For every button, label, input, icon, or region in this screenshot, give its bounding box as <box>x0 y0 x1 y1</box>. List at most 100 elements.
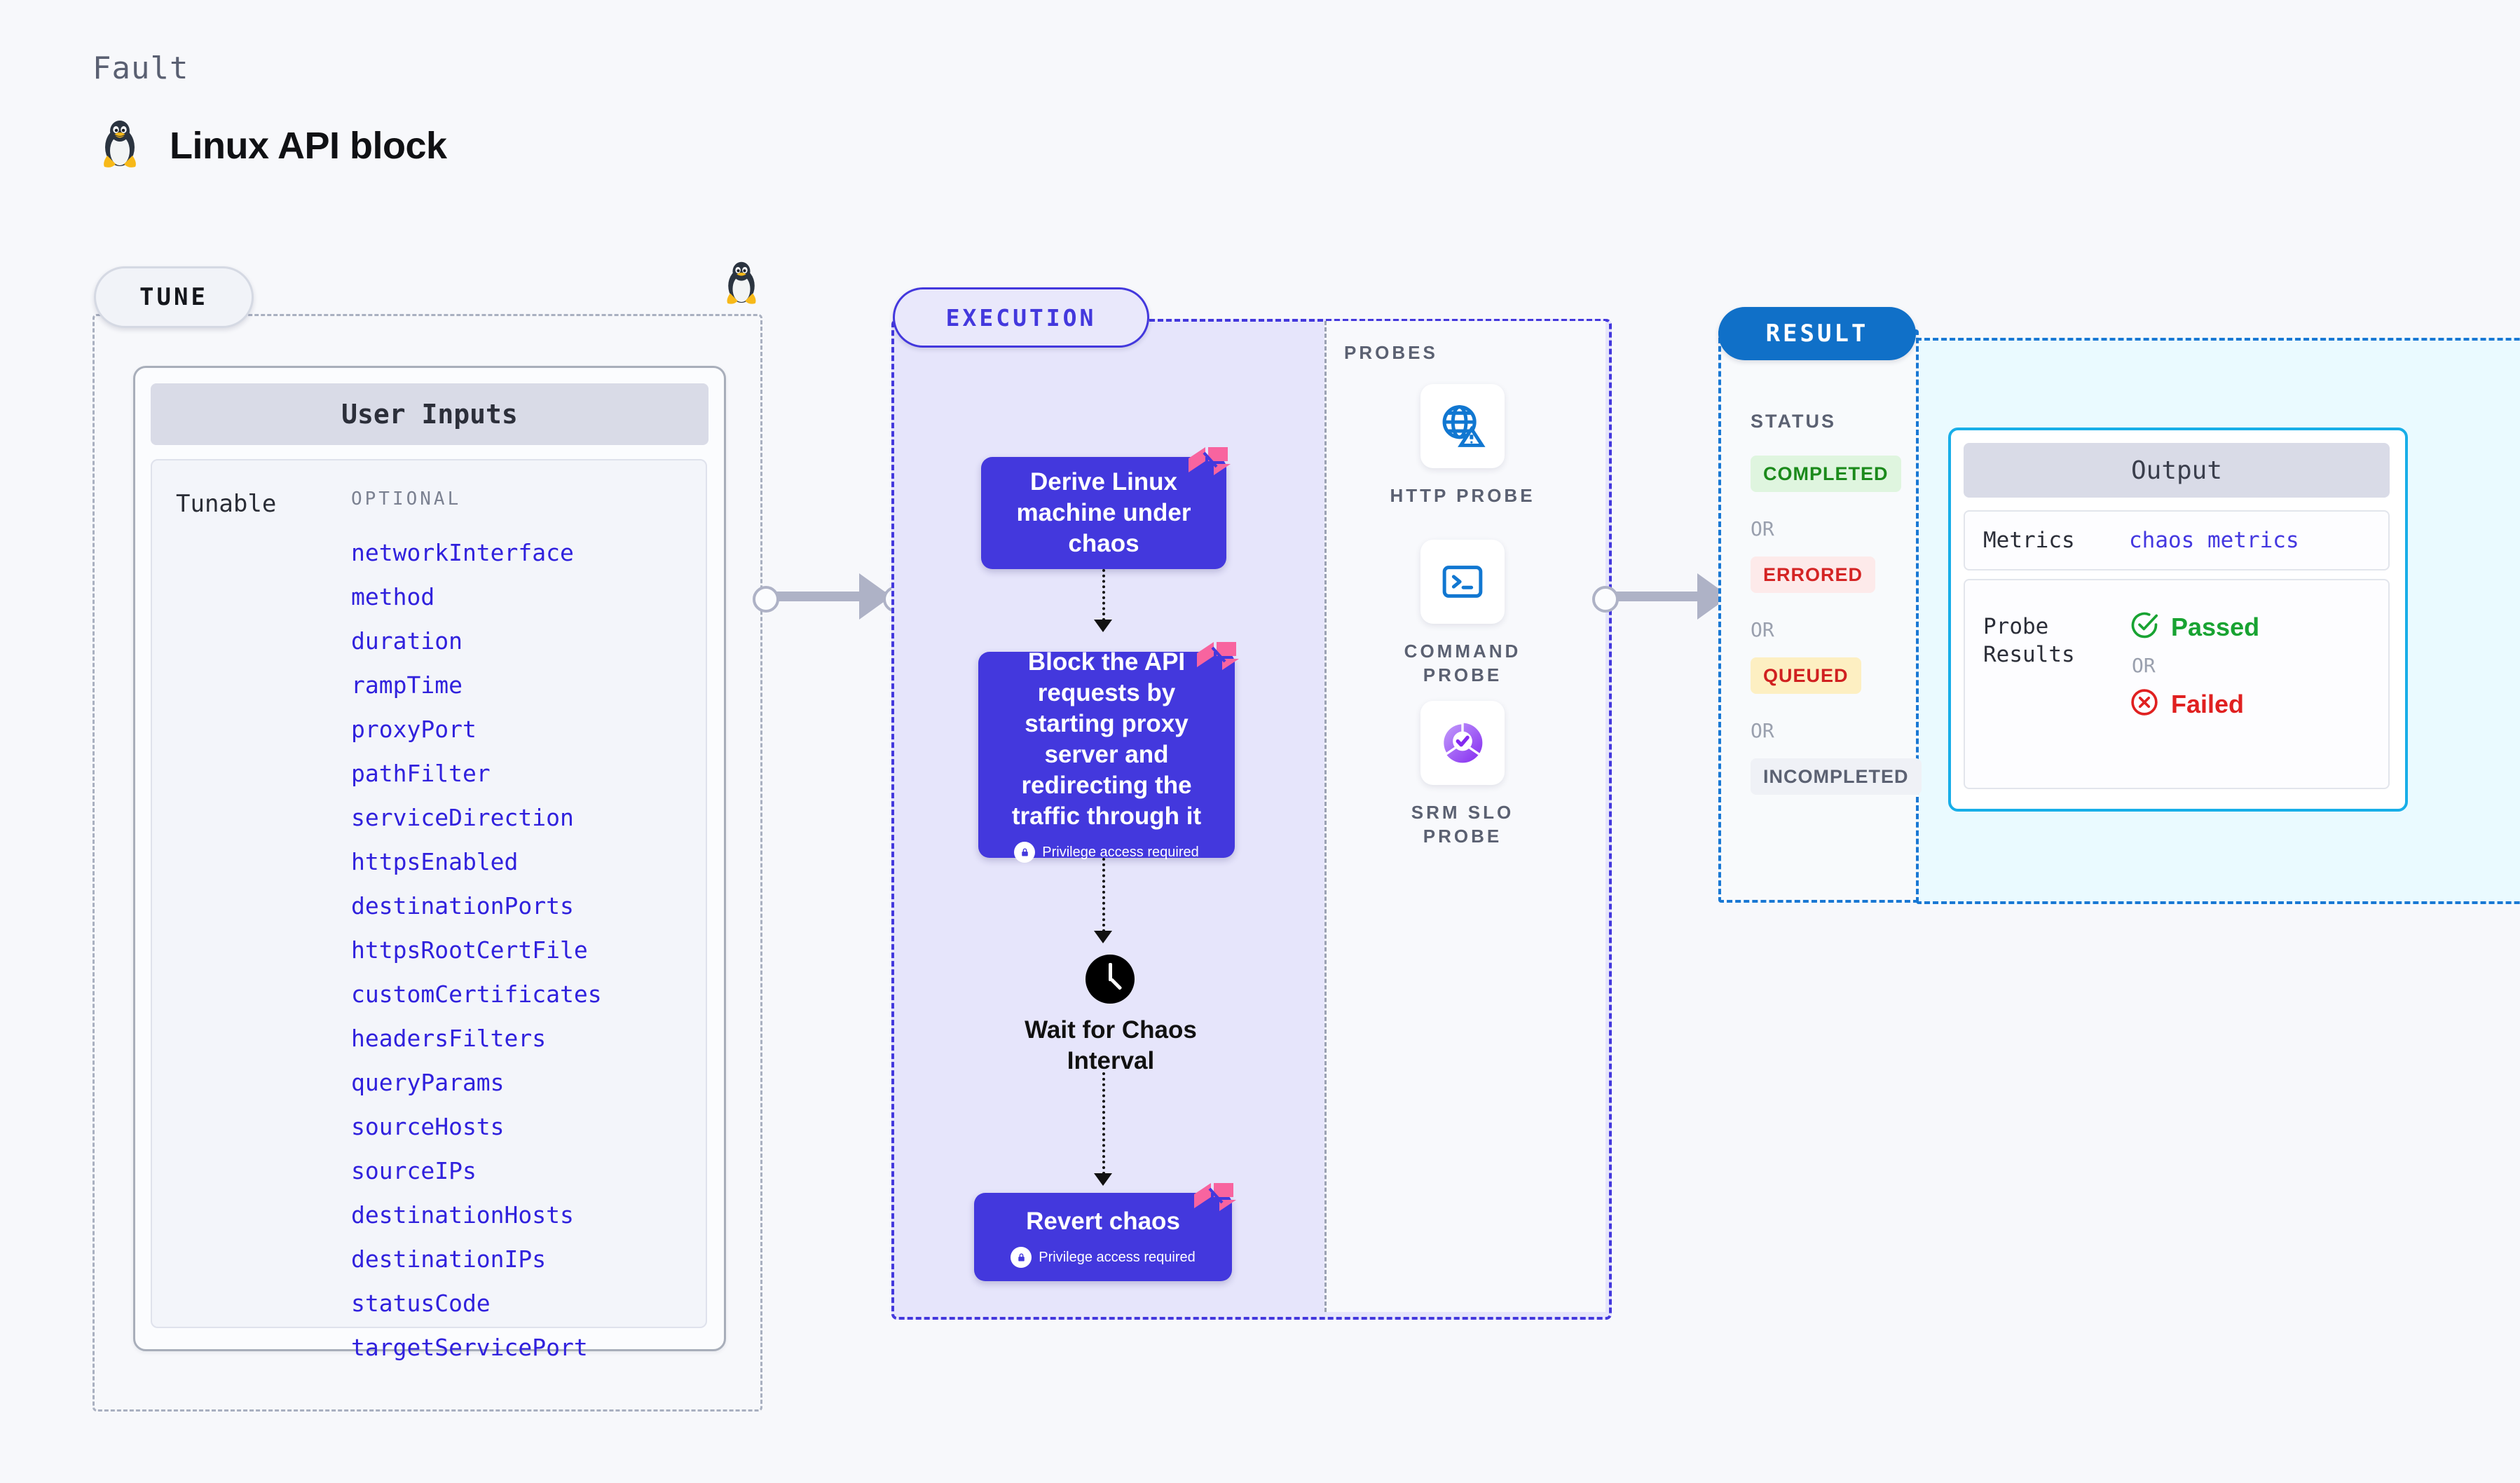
probe-passed-label: Passed <box>2171 612 2260 641</box>
optional-group-label: OPTIONAL <box>351 488 462 510</box>
linux-penguin-corner-icon <box>722 261 761 312</box>
status-or-3: OR <box>1751 719 1774 742</box>
tunable-param[interactable]: serviceDirection <box>351 804 574 831</box>
tunable-row-label: Tunable <box>176 490 277 518</box>
output-header: Output <box>1964 443 2390 498</box>
output-probe-results-row: Probe Results Passed OR <box>1964 579 2390 789</box>
status-badge-label: COMPLETED <box>1763 463 1889 484</box>
flow-arrow-2 <box>1094 931 1112 943</box>
privilege-note: Privilege access required <box>1014 842 1199 863</box>
status-title: STATUS <box>1751 411 1836 432</box>
user-inputs-title: User Inputs <box>341 399 518 430</box>
tunable-param[interactable]: pathFilter <box>351 760 491 787</box>
output-title: Output <box>2130 456 2223 485</box>
probe-http[interactable]: HTTP PROBE <box>1375 384 1550 507</box>
slo-donut-check-icon <box>1420 701 1505 785</box>
output-card: Output Metrics chaos metrics Probe Resul… <box>1948 428 2408 812</box>
litmus-flag-icon <box>1194 639 1245 683</box>
probe-srm-slo[interactable]: SRM SLO PROBE <box>1375 701 1550 848</box>
status-badge-label: ERRORED <box>1763 563 1863 585</box>
probe-http-label: HTTP PROBE <box>1390 485 1535 506</box>
tunable-param[interactable]: destinationIPs <box>351 1245 547 1273</box>
probe-command[interactable]: COMMAND PROBE <box>1375 540 1550 687</box>
tunable-param[interactable]: destinationPorts <box>351 892 574 920</box>
tunable-param[interactable]: queryParams <box>351 1069 505 1096</box>
tunable-param[interactable]: method <box>351 583 435 610</box>
result-stage-label: RESULT <box>1765 320 1869 348</box>
probe-result-passed: Passed <box>2129 610 2259 644</box>
probe-failed-label: Failed <box>2171 689 2245 718</box>
execution-node-derive-text: Derive Linux machine under chaos <box>1016 468 1191 557</box>
execution-node-derive[interactable]: Derive Linux machine under chaos <box>981 447 1231 569</box>
tune-stage-label: TUNE <box>139 283 208 311</box>
privilege-note: Privilege access required <box>1011 1247 1196 1268</box>
execution-stage-label: EXECUTION <box>945 303 1097 332</box>
linux-penguin-icon <box>98 119 142 172</box>
status-badge-errored: ERRORED <box>1751 556 1876 593</box>
lock-icon <box>1014 842 1036 863</box>
probe-command-label: COMMAND PROBE <box>1404 641 1521 685</box>
user-inputs-header: User Inputs <box>151 383 708 445</box>
execution-node-revert-chaos-text: Revert chaos <box>1026 1208 1180 1235</box>
flow-line-1 <box>1102 569 1105 621</box>
user-inputs-body: Tunable OPTIONAL networkInterface method d… <box>151 459 707 1361</box>
tunable-param[interactable]: proxyPort <box>351 716 477 743</box>
tunable-param[interactable]: sourceHosts <box>351 1113 505 1140</box>
probe-result-failed: Failed <box>2129 687 2259 721</box>
tunable-param[interactable]: targetServicePort <box>351 1334 588 1361</box>
execution-stage-pill[interactable]: EXECUTION <box>893 287 1149 348</box>
tune-stage-pill[interactable]: TUNE <box>94 266 254 328</box>
tunable-param[interactable]: sourceIPs <box>351 1157 477 1184</box>
tunable-param[interactable]: headersFilters <box>351 1025 547 1052</box>
probes-title: PROBES <box>1344 342 1438 363</box>
result-status-region <box>1718 329 1919 903</box>
check-circle-icon <box>2129 610 2160 644</box>
status-badge-incompleted: INCOMPLETED <box>1751 758 1922 795</box>
page-title-row: Linux API block <box>98 119 447 172</box>
probes-pane <box>1324 321 1605 1312</box>
flow-arrow-3 <box>1094 1173 1112 1186</box>
flow-arrow-1 <box>1094 620 1112 632</box>
metrics-key: Metrics <box>1983 528 2075 553</box>
privilege-note-text: Privilege access required <box>1042 844 1199 860</box>
execution-node-revert-chaos[interactable]: Revert chaos Privilege access required <box>974 1183 1236 1281</box>
litmus-flag-icon <box>1186 444 1236 488</box>
metrics-value: chaos metrics <box>2129 528 2299 553</box>
globe-warning-icon <box>1420 384 1505 468</box>
status-badge-label: QUEUED <box>1763 664 1849 686</box>
flow-line-3 <box>1102 1072 1105 1175</box>
optional-params-column: OPTIONAL networkInterface method duration r… <box>351 460 706 1361</box>
user-inputs-card: User Inputs Tunable OPTIONAL networkInte… <box>133 366 726 1361</box>
tunable-param[interactable]: statusCode <box>351 1290 491 1317</box>
status-badge-label: INCOMPLETED <box>1763 765 1909 787</box>
tunable-param[interactable]: httpsEnabled <box>351 848 519 875</box>
result-stage-pill[interactable]: RESULT <box>1718 307 1916 360</box>
execution-node-block-api[interactable]: Block the API requests by starting proxy… <box>978 642 1239 863</box>
wait-step-label: Wait for Chaos Interval <box>1025 1016 1197 1074</box>
tunable-param[interactable]: rampTime <box>351 671 463 699</box>
probe-srm-slo-label: SRM SLO PROBE <box>1411 802 1514 847</box>
tune-section <box>93 314 762 1412</box>
page-title: Linux API block <box>170 125 447 167</box>
litmus-flag-icon <box>1191 1180 1242 1224</box>
page-eyebrow: Fault <box>93 50 189 86</box>
tunable-param[interactable]: networkInterface <box>351 539 574 566</box>
probe-result-or: OR <box>2132 654 2156 677</box>
clock-icon <box>1086 955 1135 1004</box>
tunable-parameter-list: networkInterface method duration rampTime pr… <box>351 531 706 1369</box>
lock-icon <box>1011 1247 1032 1268</box>
status-badge-completed: COMPLETED <box>1751 456 1901 492</box>
execution-node-block-api-text: Block the API requests by starting proxy… <box>1011 648 1202 830</box>
privilege-note-text: Privilege access required <box>1039 1249 1196 1265</box>
tunable-param[interactable]: duration <box>351 627 463 655</box>
probe-results-key: Probe Results <box>1983 614 2075 667</box>
tunable-param[interactable]: httpsRootCertFile <box>351 936 588 964</box>
tunable-param[interactable]: destinationHosts <box>351 1201 574 1229</box>
status-badge-queued: QUEUED <box>1751 657 1861 694</box>
flow-line-2 <box>1102 858 1105 932</box>
tunable-param[interactable]: customCertificates <box>351 980 602 1008</box>
status-or-2: OR <box>1751 618 1774 641</box>
output-metrics-row: Metrics chaos metrics <box>1964 510 2390 570</box>
x-circle-icon <box>2129 687 2160 721</box>
status-or-1: OR <box>1751 517 1774 540</box>
